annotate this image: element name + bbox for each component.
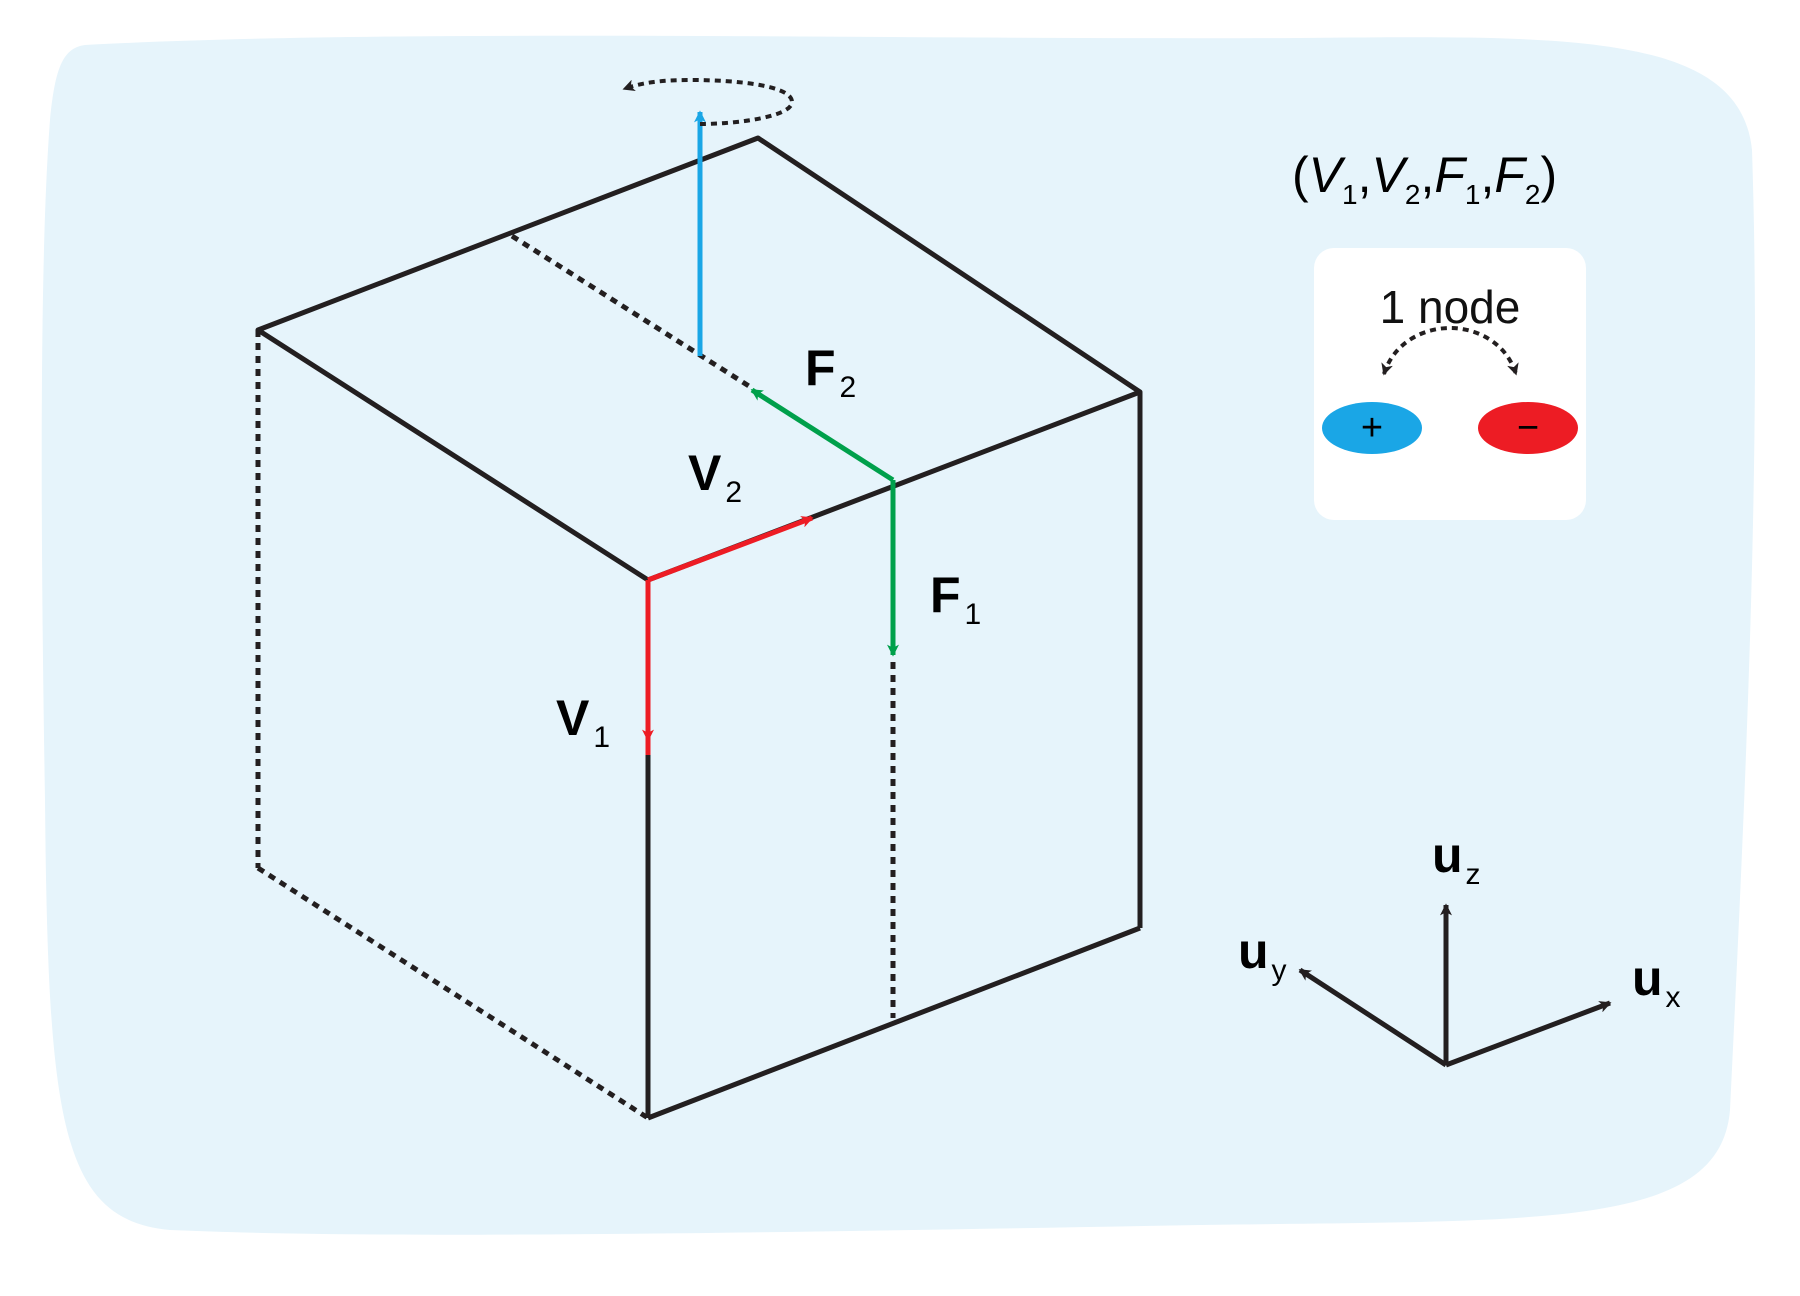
visible-edges xyxy=(255,135,1143,1121)
background-blob xyxy=(41,35,1755,1235)
minus-node-symbol: − xyxy=(1517,407,1539,449)
v2-arrow xyxy=(647,515,814,583)
plus-node-symbol: + xyxy=(1361,407,1383,449)
minus-node xyxy=(1478,402,1578,454)
axis-ux-line xyxy=(1445,1000,1612,1068)
node-box-svg: + − xyxy=(1322,325,1578,454)
plus-node xyxy=(1322,402,1422,454)
axis-uy-line xyxy=(1298,967,1448,1068)
hidden-edge-top-mid xyxy=(510,233,754,391)
node-exchange-arrow xyxy=(1381,325,1519,376)
rotation-loop xyxy=(622,77,795,126)
hidden-edges xyxy=(255,233,896,1121)
cube-edge-bottom-front xyxy=(647,925,1141,1121)
spin-arrow xyxy=(622,77,795,356)
node-box-title: 1 node xyxy=(1379,281,1521,333)
axis-triad xyxy=(1298,903,1612,1068)
tuple-label: (V1,V2,F1,F2) xyxy=(1292,147,1557,210)
node-box: 1 node + − xyxy=(1314,248,1586,520)
f2-arrow xyxy=(750,387,895,483)
